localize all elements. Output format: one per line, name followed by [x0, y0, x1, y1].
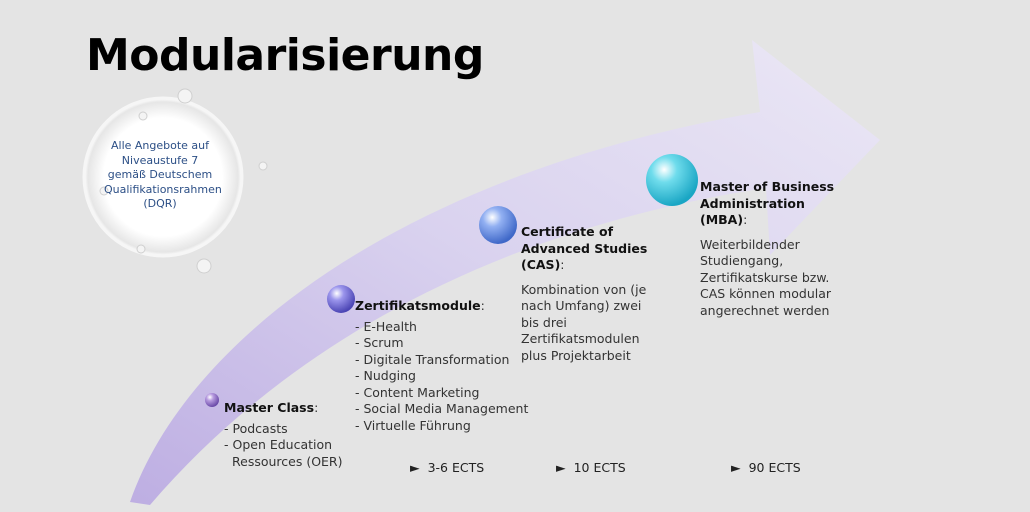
ects-mba: ► 90 ECTS: [731, 460, 801, 475]
stage-title: Zertifikatsmodule: [355, 298, 481, 313]
stage-cas: Certificate of Advanced Studies (CAS): K…: [521, 224, 651, 364]
list-item: - Content Marketing: [355, 384, 480, 400]
ects-label: 10 ECTS: [573, 460, 626, 475]
stage-title: Master of Business Administration (MBA): [700, 179, 835, 227]
sphere-mba-icon: [646, 154, 698, 206]
stage-mba: Master of Business Administration (MBA):…: [700, 179, 835, 319]
list-item: - Open Education Ressources (OER): [224, 437, 343, 469]
stage-master-class: Master Class: - Podcasts - Open Educatio…: [224, 400, 354, 470]
triangle-right-icon: ►: [410, 460, 420, 475]
colon: :: [480, 298, 485, 313]
list-item: - Nudging: [355, 368, 416, 383]
stage-title: Certificate of Advanced Studies (CAS): [521, 224, 648, 272]
ects-label: 3-6 ECTS: [427, 460, 485, 475]
list-item: - Digitale Transformation: [355, 351, 510, 367]
dqr-note: Alle Angebote auf Niveaustufe 7 gemäß De…: [104, 139, 222, 210]
list-item: - Social Media Management: [355, 401, 529, 416]
triangle-right-icon: ►: [556, 460, 566, 475]
colon: :: [560, 257, 565, 272]
ects-label: 90 ECTS: [748, 460, 801, 475]
list-item: - Podcasts: [224, 420, 288, 436]
ects-cas: ► 10 ECTS: [556, 460, 626, 475]
stage-title: Master Class: [224, 400, 315, 415]
arrow-shape: [130, 40, 880, 505]
sphere-cas-icon: [479, 206, 517, 244]
sphere-zertifikatsmodule-icon: [327, 285, 355, 313]
sphere-master-class-icon: [205, 393, 219, 407]
stage-description: Weiterbildender Studiengang, Zertifikats…: [700, 236, 832, 318]
ects-zertifikatsmodule: ► 3-6 ECTS: [410, 460, 484, 475]
triangle-right-icon: ►: [731, 460, 741, 475]
info-bubble: [82, 88, 268, 274]
colon: :: [314, 400, 319, 415]
list-item: - Virtuelle Führung: [355, 417, 471, 433]
list-item: - E-Health: [355, 318, 417, 334]
page-title: Modularisierung: [86, 30, 484, 81]
list-item: - Scrum: [355, 335, 404, 350]
stage-description: Kombination von (je nach Umfang) zwei bi…: [521, 281, 647, 363]
stage-zertifikatsmodule: Zertifikatsmodule: - E-Health - Scrum - …: [355, 298, 555, 434]
colon: :: [743, 212, 748, 227]
